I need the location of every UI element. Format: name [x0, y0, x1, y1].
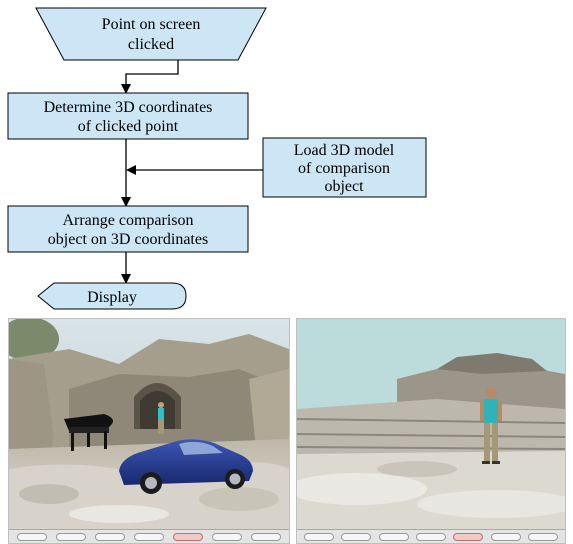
screenshot-ruins-car — [8, 318, 290, 544]
toolbar-button[interactable] — [303, 532, 334, 541]
display-node: Display — [37, 282, 187, 310]
person-model — [158, 402, 164, 434]
toolbar-button[interactable] — [55, 532, 86, 541]
car-model — [119, 439, 253, 494]
arrange-object-box: Arrange comparison object on 3D coordina… — [7, 205, 249, 253]
viewer-toolbar-left — [9, 529, 289, 543]
toolbar-button[interactable] — [133, 532, 164, 541]
connector-start-step1 — [121, 60, 179, 94]
toolbar-button[interactable] — [212, 532, 243, 541]
toolbar-button[interactable] — [16, 532, 47, 541]
person-model — [480, 387, 502, 464]
determine-coordinates-box: Determine 3D coordinates of clicked poin… — [7, 92, 249, 140]
load-model-box: Load 3D model of comparison object — [262, 137, 427, 198]
toolbar-button[interactable] — [251, 532, 282, 541]
viewer-toolbar-right — [297, 529, 565, 543]
toolbar-button[interactable] — [415, 532, 446, 541]
screenshot-ruins-person — [296, 318, 566, 544]
scene-image-left — [9, 319, 289, 529]
determine-line-1: Determine 3D coordinates — [44, 99, 213, 116]
arrange-line-2: object on 3D coordinates — [48, 231, 208, 248]
flowchart: Point on screen clicked Determine 3D coo… — [7, 7, 427, 310]
start-line-1: Point on screen — [102, 16, 201, 33]
determine-line-2: of clicked point — [78, 118, 179, 135]
arrange-line-1: Arrange comparison — [62, 212, 193, 229]
start-node: Point on screen clicked — [35, 7, 267, 61]
toolbar-button[interactable] — [341, 532, 372, 541]
piano-model — [64, 414, 113, 451]
scene-image-right — [297, 319, 565, 529]
toolbar-button-active[interactable] — [173, 532, 204, 541]
toolbar-button[interactable] — [378, 532, 409, 541]
load-line-1: Load 3D model — [294, 142, 395, 159]
load-line-2: of comparison — [298, 160, 390, 177]
toolbar-button-active[interactable] — [453, 532, 484, 541]
toolbar-button[interactable] — [528, 532, 559, 541]
load-line-3: object — [324, 178, 364, 195]
start-line-2: clicked — [128, 36, 174, 53]
toolbar-button[interactable] — [94, 532, 125, 541]
toolbar-button[interactable] — [490, 532, 521, 541]
display-label: Display — [87, 289, 137, 306]
